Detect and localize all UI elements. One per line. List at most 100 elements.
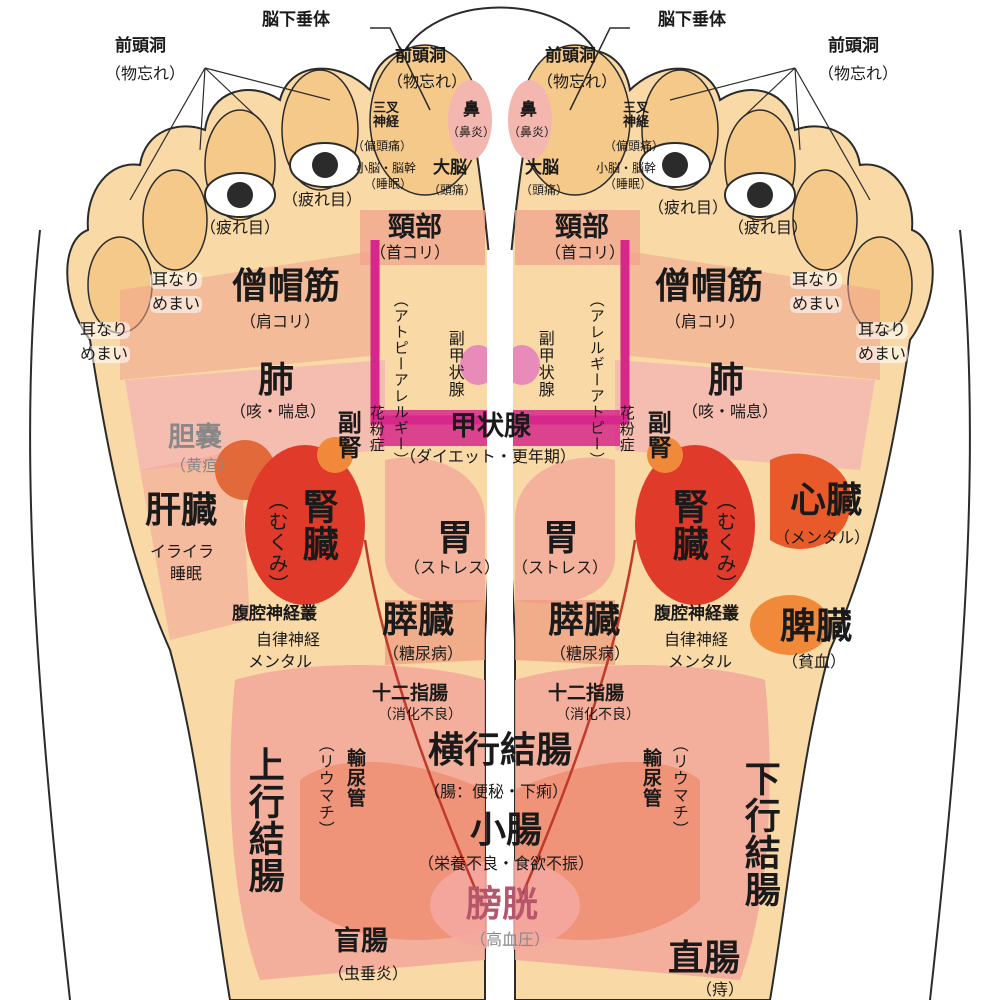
label-celiac-right-sub2: メンタル — [668, 652, 733, 671]
callout-frontal-left — [129, 67, 331, 201]
label-ureter-right: 輸尿管 — [639, 748, 662, 808]
label-ear-r2b: めまい — [856, 344, 909, 363]
label-nose-right: 鼻 — [520, 100, 537, 120]
label-ear-r1: 耳なり — [790, 270, 843, 289]
kidney-left — [245, 445, 365, 605]
label-frontal-sinus-right-sub: （物忘れ） — [537, 72, 618, 91]
adrenal-left — [317, 437, 353, 473]
label-spleen-sub: （貧血） — [782, 652, 847, 671]
label-trigeminal-right-sub: （偏頭痛） — [604, 139, 665, 153]
label-trapezius-left: 僧帽筋 — [232, 266, 341, 307]
label-ureter-left: 輸尿管 — [343, 748, 366, 808]
label-gallbladder: 胆嚢 — [168, 422, 222, 453]
nose-region-left — [448, 80, 492, 160]
label-pancreas-left-sub: （糖尿病） — [383, 644, 464, 663]
label-ear-l2b: めまい — [78, 344, 131, 363]
label-cerebrum-left: 大脳 — [433, 158, 467, 178]
neck-region-left — [360, 210, 485, 265]
label-lung-right-sub: （咳・喘息） — [682, 402, 779, 421]
label-liver-sub1: イライラ — [150, 542, 215, 561]
label-duodenum-left-sub: （消化不良） — [378, 707, 462, 723]
label-heart-sub: （メンタル） — [774, 528, 871, 547]
callout-pituitary-right — [569, 27, 630, 111]
label-cerebellum-right: 小脳・脳幹 — [596, 161, 657, 175]
label-frontal-sinus-right: 前頭洞 — [545, 46, 596, 66]
label-heart: 心臓 — [790, 480, 863, 521]
label-ear-l1: 耳なり — [150, 270, 203, 289]
label-parathyroid-left: 副甲状腺 — [445, 330, 465, 398]
label-neck-left: 頸部 — [388, 212, 442, 243]
lung-region-right — [615, 360, 875, 470]
ureter-line-left — [363, 539, 482, 901]
label-frontal-sinus-left: 前頭洞 — [395, 46, 446, 66]
label-neck-right-sub: （首コリ） — [545, 243, 626, 262]
label-trapezius-right-sub: （肩コリ） — [665, 312, 746, 331]
leg-outline-right — [929, 229, 971, 1000]
lung-region-left — [125, 360, 385, 470]
label-adrenal-left: 副腎 — [333, 410, 362, 460]
label-celiac-right-sub1: 自律神経 — [664, 630, 729, 649]
label-adrenal-right: 副腎 — [643, 410, 672, 460]
label-trapezius-left-sub: （肩コリ） — [240, 312, 321, 331]
label-pancreas-right: 膵臓 — [548, 600, 621, 641]
label-stomach-left: 胃 — [437, 518, 474, 559]
label-frontal-sinus-outer-left-sub: （物忘れ） — [105, 64, 186, 83]
label-ascending-colon: 上行結腸 — [242, 746, 284, 894]
label-neck-left-sub: （首コリ） — [370, 243, 451, 262]
liver-region — [140, 450, 250, 640]
label-pancreas-left: 膵臓 — [382, 600, 455, 641]
label-descending-colon: 下行結腸 — [738, 760, 780, 908]
label-nose-left: 鼻 — [463, 100, 480, 120]
label-allergy-right: （アレルギーアトピー） — [587, 292, 606, 468]
spleen-region — [750, 595, 830, 655]
label-frontal-sinus-outer-right: 前頭洞 — [828, 36, 879, 56]
label-stomach-right: 胃 — [543, 518, 580, 559]
stomach-region-left — [385, 457, 485, 604]
label-frontal-sinus-left-sub: （物忘れ） — [387, 72, 468, 91]
label-tired-eyes-2: （疲れ目） — [200, 218, 281, 237]
label-trigeminal-left: 三叉神経 — [372, 101, 399, 130]
label-bladder-sub: （高血圧） — [470, 930, 551, 949]
label-pituitary-right: 脳下垂体 — [658, 10, 726, 30]
label-frontal-sinus-outer-right-sub: （物忘れ） — [818, 64, 899, 83]
label-trigeminal-right: 三叉神経 — [622, 101, 649, 130]
label-allergy-left: （アトピーアレルギー） — [391, 292, 410, 468]
label-nose-left-sub: （鼻炎） — [447, 125, 496, 139]
label-cerebellum-left-sub: （睡眠） — [364, 177, 413, 191]
label-stomach-left-sub: （ストレス） — [404, 558, 501, 577]
label-celiac-left-sub2: メンタル — [248, 652, 313, 671]
label-nose-right-sub: （鼻炎） — [508, 125, 557, 139]
label-stomach-right-sub: （ストレス） — [512, 558, 609, 577]
label-cerebrum-right-sub: （頭痛） — [520, 183, 569, 197]
label-trigeminal-left-sub: （偏頭痛） — [352, 139, 413, 153]
heart-region — [770, 453, 852, 549]
label-lung-left: 肺 — [258, 360, 295, 401]
label-cecum-sub: （虫垂炎） — [328, 964, 409, 983]
label-frontal-sinus-outer-left: 前頭洞 — [115, 36, 166, 56]
label-small-intestine: 小腸 — [470, 810, 543, 851]
nose-region-right — [508, 80, 552, 160]
label-ear-r2: 耳なり — [856, 320, 909, 339]
label-cerebellum-left: 小脳・脳幹 — [356, 161, 417, 175]
label-duodenum-right: 十二指腸 — [548, 682, 625, 704]
label-duodenum-right-sub: （消化不良） — [556, 707, 640, 723]
eye-icon-left-1 — [289, 142, 361, 188]
label-cecum: 盲腸 — [334, 926, 388, 957]
label-rectum: 直腸 — [668, 938, 741, 979]
label-spleen: 脾臓 — [780, 606, 853, 647]
label-neck-right: 頸部 — [555, 212, 609, 243]
label-liver-sub2: 睡眠 — [170, 564, 203, 583]
pancreas-region-left — [385, 600, 485, 665]
label-thyroid: 甲状腺 — [450, 411, 531, 442]
label-ear-r1b: めまい — [790, 294, 843, 313]
label-small-intestine-sub: （栄養不良・食欲不振） — [418, 854, 595, 873]
neck-region-right — [515, 210, 640, 265]
label-bladder: 膀胱 — [466, 884, 539, 925]
label-rectum-sub: （痔） — [696, 980, 745, 999]
label-celiac-left: 腹腔神経叢 — [232, 604, 317, 624]
label-thyroid-sub: （ダイエット・更年期） — [400, 447, 576, 466]
label-cerebellum-right-sub: （睡眠） — [604, 177, 653, 191]
label-trapezius-right: 僧帽筋 — [655, 266, 764, 307]
toe-4-right — [792, 169, 858, 271]
